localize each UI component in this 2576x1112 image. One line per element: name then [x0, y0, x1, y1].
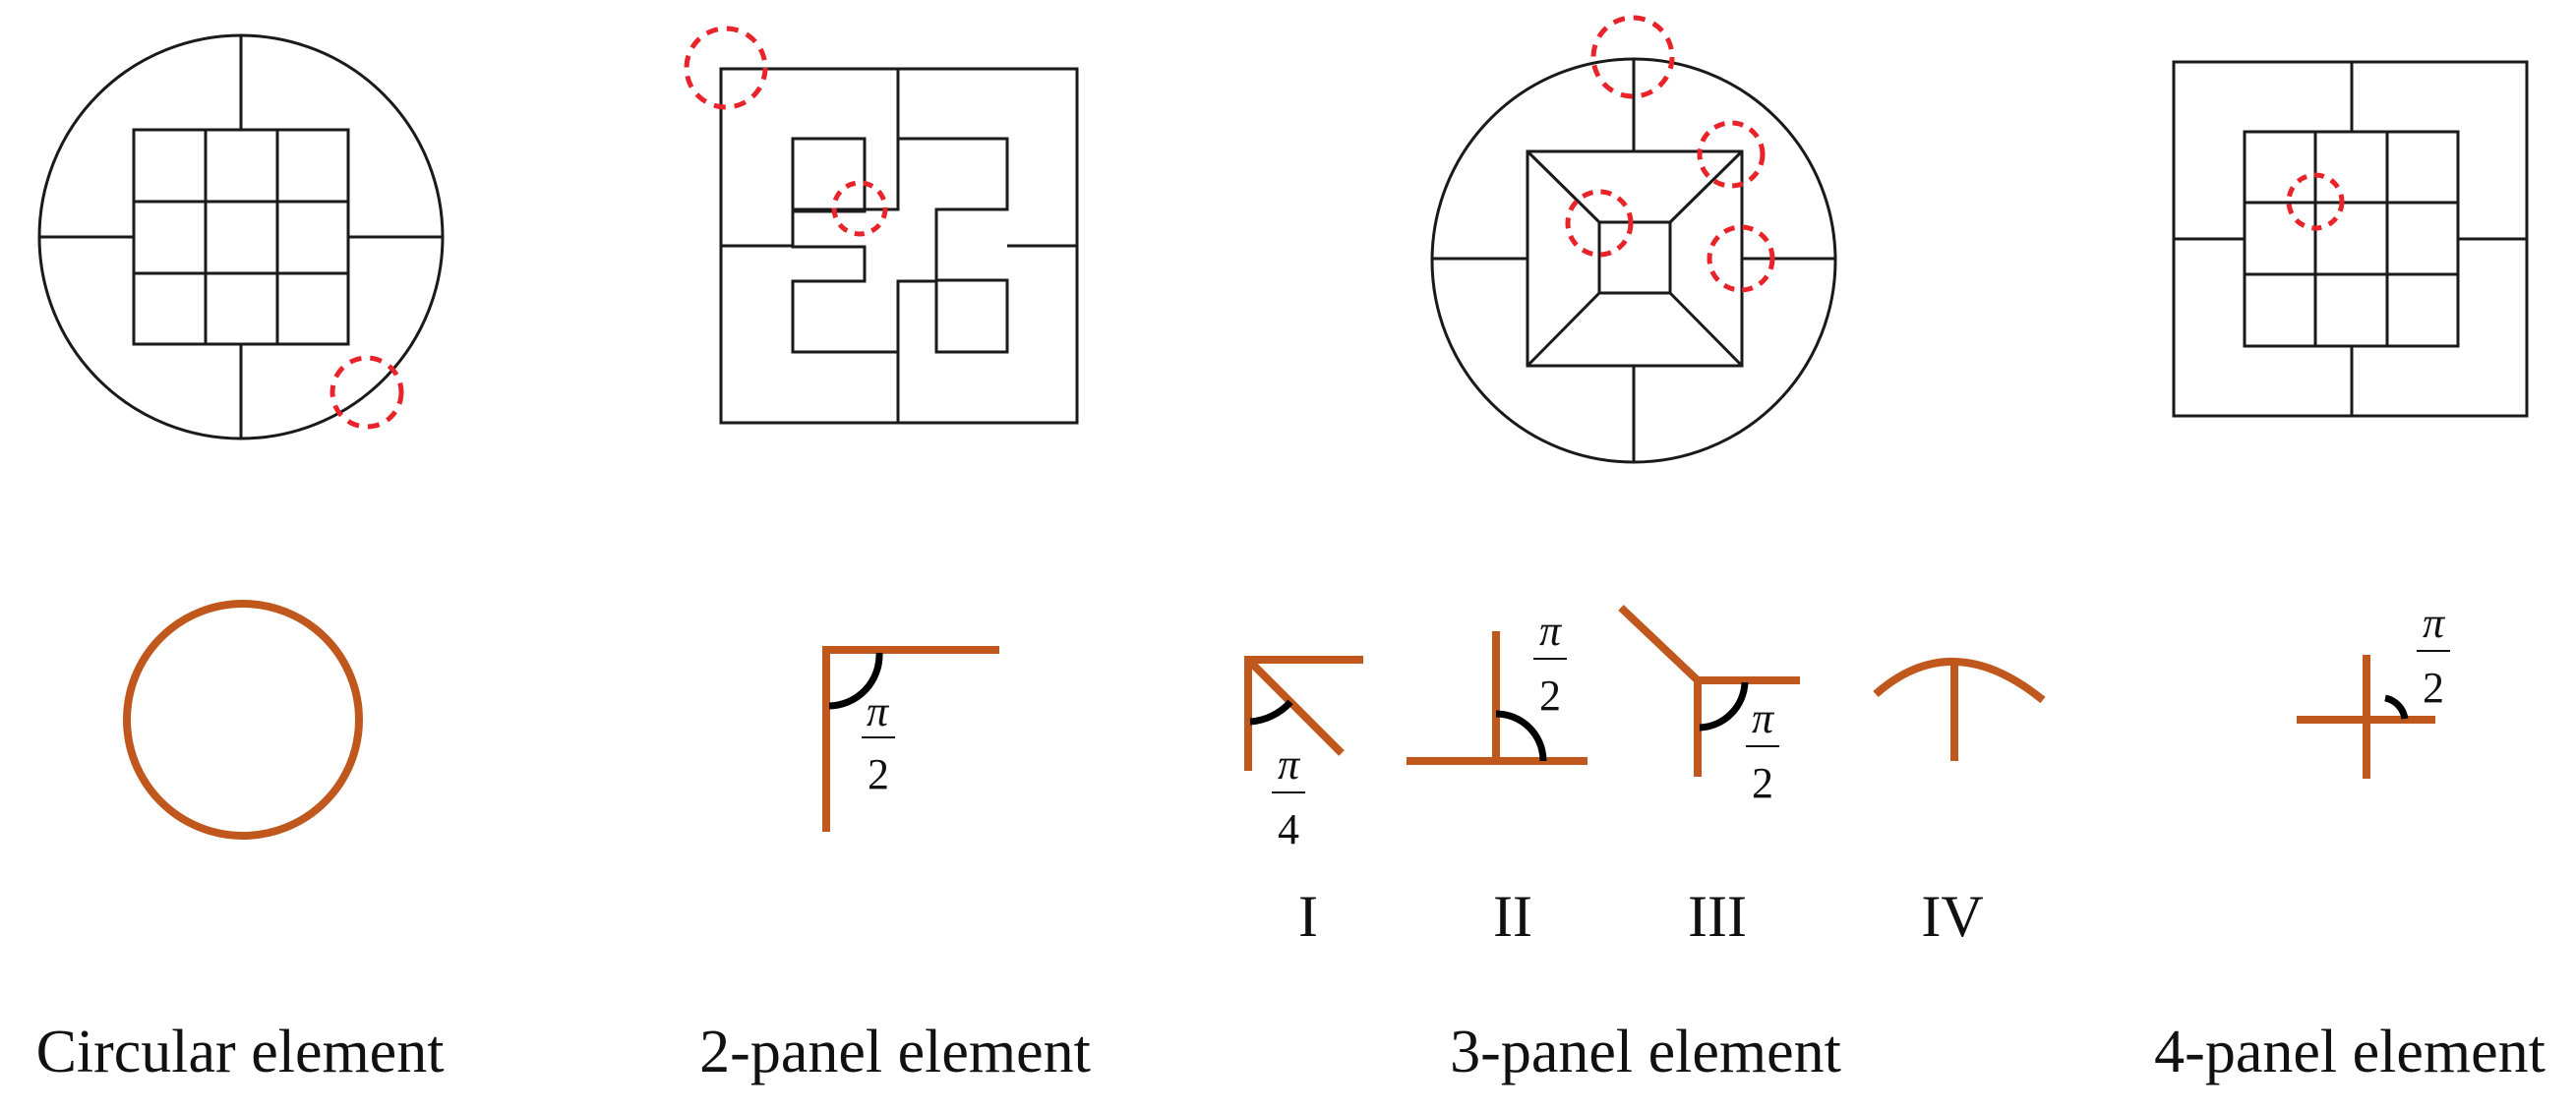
three-panel-layout	[1430, 57, 1837, 464]
angle-denominator: 2	[1539, 672, 1561, 720]
angle-pi: π	[1752, 694, 1775, 742]
angle-denominator: 4	[1278, 805, 1299, 853]
two-panel-element-shape	[822, 646, 999, 832]
caption-three-panel: 3-panel element	[1450, 1019, 1841, 1085]
angle-pi: π	[867, 687, 890, 735]
highlight-circle	[1565, 189, 1634, 258]
angle-denominator: 2	[1752, 759, 1773, 807]
highlight-circle	[1590, 15, 1675, 99]
four-panel-element-shape	[2297, 655, 2435, 779]
highlight-circle	[329, 355, 404, 430]
highlight-circle	[684, 26, 768, 110]
angle-pi: π	[1539, 607, 1563, 655]
angle-denominator: 2	[868, 750, 889, 798]
four-panel-layout	[2172, 60, 2529, 418]
three-panel-type-ii-shape	[1407, 631, 1588, 765]
three-panel-type-iii-shape	[1618, 605, 1800, 777]
type-label-i: I	[1298, 884, 1318, 949]
highlight-circle	[2286, 172, 2345, 231]
caption-four-panel: 4-panel element	[2154, 1019, 2546, 1085]
type-label-ii: II	[1493, 884, 1532, 949]
angle-denominator: 2	[2423, 664, 2444, 712]
highlight-circle	[1697, 120, 1766, 189]
highlight-circle	[831, 180, 888, 237]
angle-pi: π	[1278, 740, 1301, 789]
highlight-circle	[1707, 224, 1775, 293]
angle-pi: π	[2423, 599, 2446, 647]
two-panel-layout	[719, 67, 1079, 425]
three-panel-type-iv-shape	[1873, 657, 2046, 761]
caption-circular: Circular element	[36, 1019, 445, 1085]
circular-element-shape	[123, 600, 363, 840]
caption-two-panel: 2-panel element	[699, 1019, 1091, 1085]
circular-layout	[37, 33, 445, 440]
three-panel-type-i-shape	[1244, 656, 1363, 771]
type-label-iii: III	[1688, 884, 1747, 949]
type-label-iv: IV	[1921, 884, 1983, 949]
